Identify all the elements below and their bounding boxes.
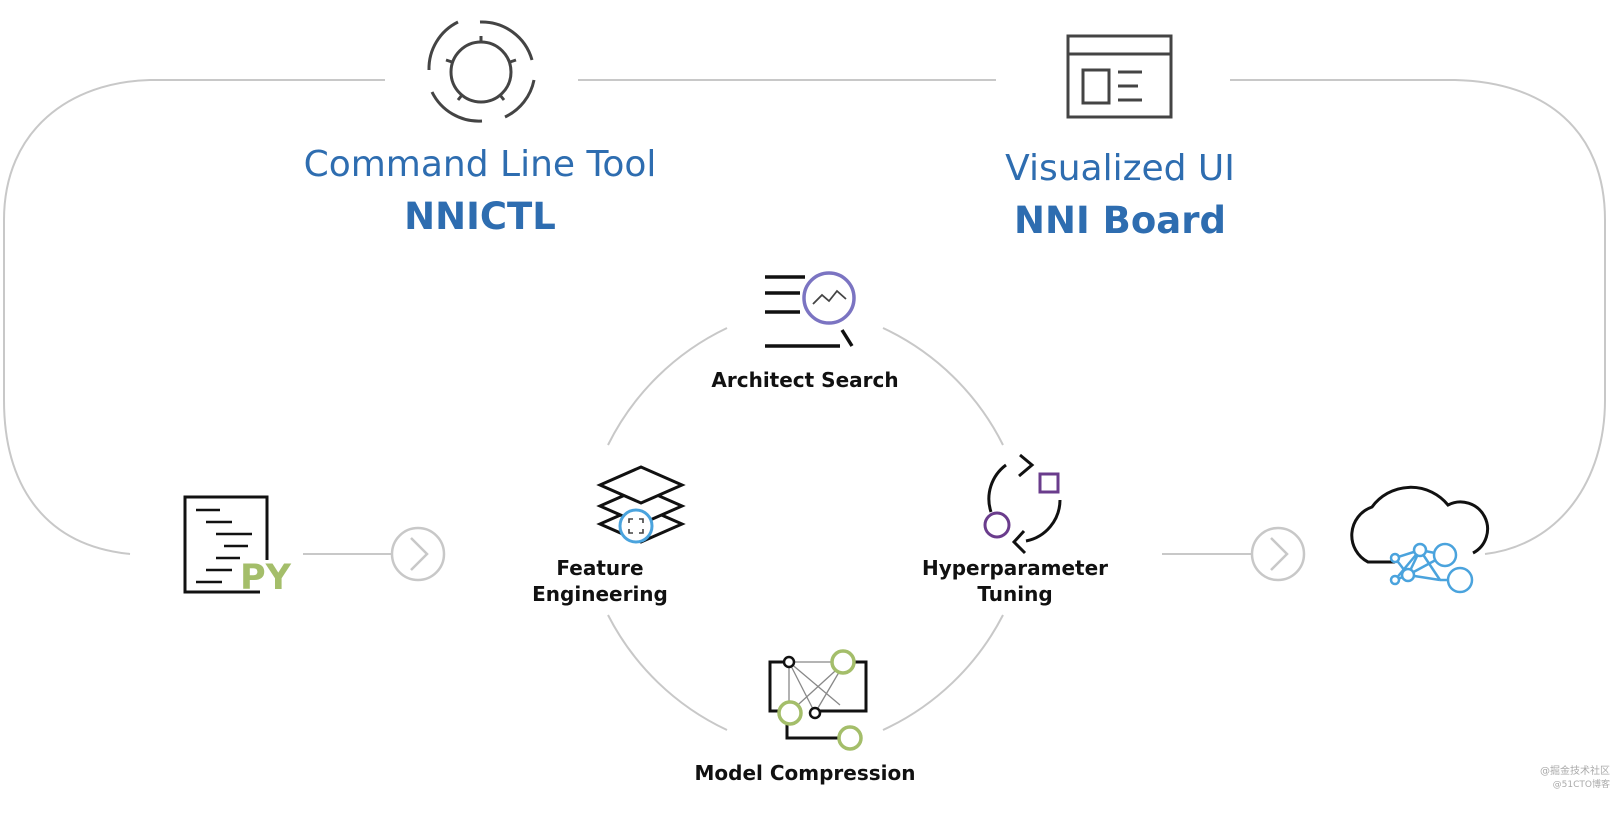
visualized-ui-subtitle: Visualized UI — [1005, 148, 1235, 189]
architect-search-label: Architect Search — [711, 368, 899, 392]
hyperparameter-tuning-label: Hyperparameter Tuning — [915, 555, 1115, 607]
python-badge-text: PY — [240, 558, 292, 598]
inner-cycle-arcs — [607, 327, 1004, 731]
outer-loop-lines — [3, 79, 1606, 555]
hyperparameter-tuning-line1: Hyperparameter — [921, 556, 1109, 580]
gear-icon — [427, 20, 536, 123]
nni-board-title: NNI Board — [1014, 199, 1226, 242]
cloud-network-icon — [1350, 485, 1490, 594]
network-compression-icon — [768, 649, 868, 751]
watermark-line1: @掘金技术社区 — [1540, 766, 1610, 777]
chevron-right-icon — [1250, 526, 1306, 582]
browser-window-icon — [1066, 34, 1173, 119]
watermark: @掘金技术社区 @51CTO博客 — [1450, 762, 1610, 790]
layers-icon — [596, 465, 686, 544]
feature-engineering-label: Feature Engineering — [510, 555, 690, 607]
hyperparameter-tuning-line2: Tuning — [977, 582, 1053, 606]
command-line-tool-subtitle: Command Line Tool — [303, 144, 657, 185]
model-compression-label: Model Compression — [694, 761, 916, 785]
nnictl-title: NNICTL — [404, 195, 556, 238]
python-file-icon: PY — [183, 495, 292, 598]
search-chart-icon — [765, 271, 856, 348]
watermark-line2: @51CTO博客 — [1552, 780, 1610, 790]
feature-engineering-line1: Feature — [556, 556, 644, 580]
feature-engineering-line2: Engineering — [532, 582, 668, 606]
cycle-icon — [983, 453, 1062, 555]
chevron-right-icon — [390, 526, 446, 582]
